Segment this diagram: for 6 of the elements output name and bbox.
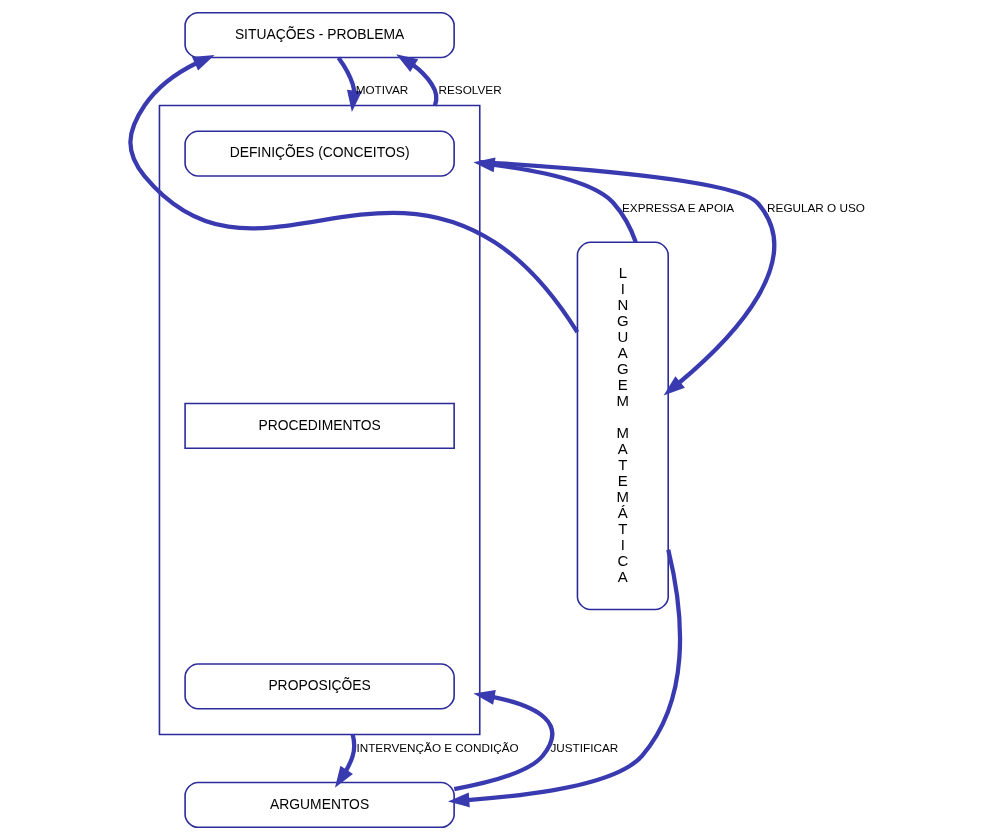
edge-label: RESOLVER: [438, 82, 502, 96]
edge-label: EXPRESSA E APOIA: [621, 201, 734, 215]
edge-label: INTERVENÇÃO E CONDIÇÃO: [355, 741, 519, 755]
edge-label: MOTIVAR: [355, 82, 408, 96]
edge-label: JUSTIFICAR: [549, 741, 618, 755]
edge-label: REGULAR O USO: [766, 201, 865, 215]
